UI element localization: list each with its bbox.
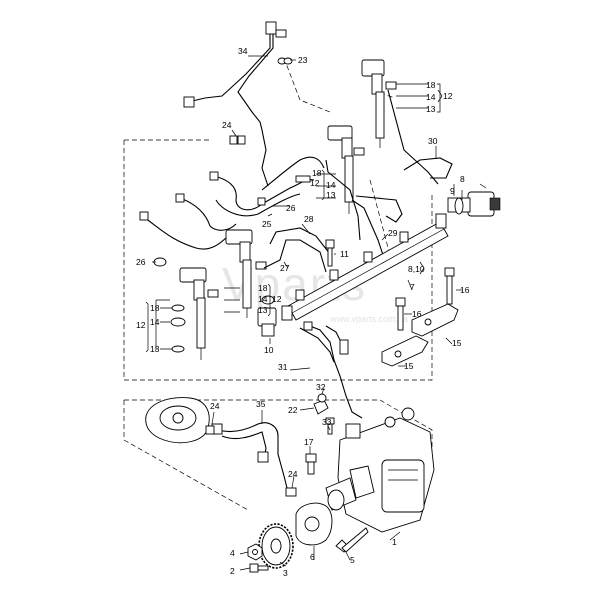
clip-24-top	[229, 135, 246, 145]
callout-labels: 34 23 18 14 13 12 24 30 18 12 14 13 8 9 …	[136, 46, 470, 578]
callout-26: 26	[136, 257, 146, 267]
callout-30: 30	[428, 136, 438, 146]
callout-18: 18	[150, 303, 160, 313]
callout-16: 16	[460, 285, 470, 295]
callout-2: 2	[230, 566, 235, 576]
seal-32	[317, 393, 327, 403]
callout-15: 15	[404, 361, 414, 371]
pressure-sensor-10	[257, 295, 277, 337]
callout-32: 32	[316, 382, 326, 392]
vacuum-pump-housing	[145, 397, 210, 444]
callout-23: 23	[298, 55, 308, 65]
dashed-reference-lines	[123, 57, 433, 511]
callout-13: 13	[326, 190, 336, 200]
pressure-regulating-valve-8	[447, 191, 501, 217]
seal-18	[171, 304, 185, 312]
bolt-17	[305, 453, 317, 475]
callout-28: 28	[304, 214, 314, 224]
callout-13: 13	[426, 104, 436, 114]
callout-24: 24	[288, 469, 298, 479]
callout-1: 1	[392, 537, 397, 547]
callout-12: 12	[443, 91, 453, 101]
callout-33: 33	[322, 417, 332, 427]
callout-12: 12	[272, 294, 282, 304]
callout-24: 24	[210, 401, 220, 411]
callout-17: 17	[304, 437, 314, 447]
callout-6: 6	[310, 552, 315, 562]
clip-24-middle	[205, 425, 215, 435]
injection-pipes	[263, 157, 453, 363]
callout-12: 12	[310, 178, 320, 188]
injector-left	[225, 229, 267, 318]
seal-14	[170, 317, 186, 327]
bolt-16-lower	[395, 297, 406, 331]
nut-4	[247, 543, 263, 561]
clamp-15-lower	[381, 335, 429, 367]
callout-35: 35	[256, 399, 266, 409]
callout-4: 4	[230, 548, 235, 558]
seal-13	[171, 345, 185, 353]
wiring-harness	[139, 156, 325, 250]
bolt-16-upper	[444, 267, 455, 305]
flange-6	[295, 502, 333, 546]
fuel-line-31	[303, 321, 363, 419]
callout-14: 14	[258, 294, 268, 304]
callout-5: 5	[350, 555, 355, 565]
bolt-5	[335, 527, 369, 553]
callout-25: 25	[262, 219, 272, 229]
callout-8-10: 8,10	[408, 264, 425, 274]
callout-7: 7	[410, 282, 415, 292]
injector-far-left	[179, 267, 219, 360]
callout-14: 14	[326, 180, 336, 190]
clamp-15-right	[411, 303, 459, 337]
callout-24: 24	[222, 120, 232, 130]
callout-18: 18	[426, 80, 436, 90]
callout-34: 34	[238, 46, 248, 56]
callout-22: 22	[288, 405, 298, 415]
callout-10: 10	[264, 345, 274, 355]
bracket-marks	[145, 83, 441, 353]
bolt-33	[325, 417, 335, 435]
callout-3: 3	[283, 568, 288, 578]
callout-11: 11	[340, 249, 349, 259]
callout-13: 13	[150, 344, 160, 354]
callout-9: 9	[450, 186, 455, 196]
return-fuel-line-34	[183, 21, 287, 187]
callout-14: 14	[150, 317, 160, 327]
pump-sprocket-3	[258, 523, 294, 569]
injector-top-right	[361, 59, 439, 185]
return-hose-35	[211, 422, 289, 493]
callout-8: 8	[460, 174, 465, 184]
callout-16: 16	[412, 309, 422, 319]
bolt-11	[325, 239, 335, 267]
clip-23	[277, 57, 293, 65]
bolt-2	[249, 563, 269, 573]
callout-13: 13	[258, 305, 268, 315]
callout-27: 27	[280, 263, 290, 273]
leader-lines	[152, 55, 487, 571]
callout-18: 18	[258, 283, 268, 293]
high-pressure-pump-1	[325, 407, 435, 533]
callout-29: 29	[388, 228, 398, 238]
watermark-url: www.vparts.com.ua	[329, 314, 408, 324]
clip-24-lower	[285, 487, 297, 497]
callout-18: 18	[312, 168, 322, 178]
callout-15: 15	[452, 338, 462, 348]
injector-center	[327, 125, 365, 214]
fuel-rail-7	[281, 213, 449, 321]
callout-26: 26	[286, 203, 296, 213]
callout-31: 31	[278, 362, 288, 372]
callout-14: 14	[426, 92, 436, 102]
callout-12: 12	[136, 320, 146, 330]
